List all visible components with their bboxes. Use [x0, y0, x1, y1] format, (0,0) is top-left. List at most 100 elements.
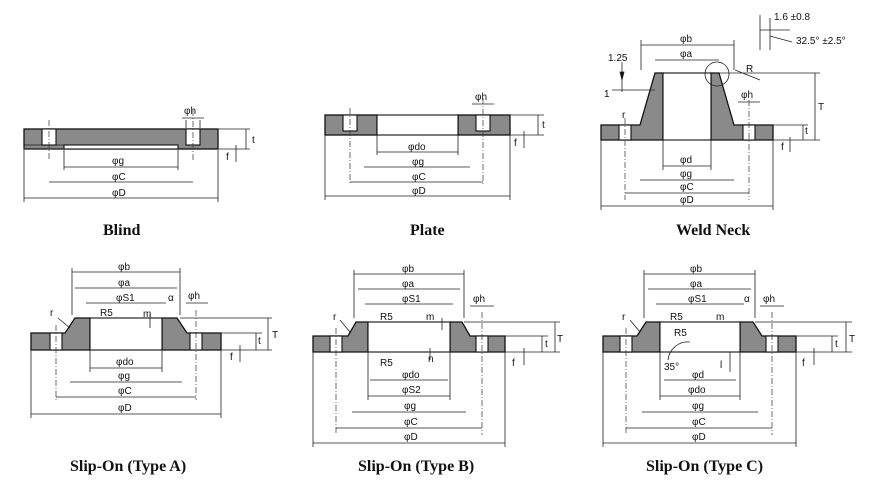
blind-dim-f: f [226, 152, 229, 163]
weld-neck-body-right [710, 72, 774, 141]
weld-neck-dim-g: φg [680, 169, 692, 180]
slip-on-a-flange-drawing: φb φa φS1 φdo φg φC φD φh α R5 m r T t f… [30, 262, 278, 475]
slip-on-c-dim-C: φC [692, 417, 706, 428]
slip-on-a-caption: Slip-On (Type A) [70, 458, 186, 475]
slip-on-a-dim-R5: R5 [100, 308, 113, 319]
plate-dim-h: φh [475, 92, 487, 103]
plate-dim-t: t [542, 120, 545, 131]
slip-on-c-dim-D: φD [692, 432, 706, 443]
weld-neck-dim-one: 1 [604, 89, 610, 100]
slip-on-b-dim-R5-top: R5 [380, 312, 393, 323]
slip-on-b-dim-t: t [545, 339, 548, 350]
weld-neck-dim-R: R [746, 64, 753, 75]
slip-on-b-dim-h: φh [473, 294, 485, 305]
weld-neck-dim-r: r [622, 110, 626, 121]
slip-on-b-dim-m: m [426, 312, 434, 323]
weld-neck-tol-angle: 32.5° ±2.5° [796, 36, 846, 47]
slip-on-c-dim-angle: 35° [664, 362, 679, 373]
slip-on-b-dim-S2: φS2 [402, 385, 421, 396]
slip-on-a-dim-T: T [272, 330, 278, 341]
slip-on-a-dim-S1: φS1 [116, 293, 135, 304]
slip-on-b-dim-R5-bottom: R5 [380, 358, 393, 369]
slip-on-b-dim-S1: φS1 [402, 294, 421, 305]
slip-on-a-dim-C: φC [118, 386, 132, 397]
slip-on-a-dim-m: m [143, 309, 151, 320]
slip-on-b-dim-do: φdo [402, 370, 420, 381]
weld-neck-dim-1-25: 1.25 [608, 53, 628, 64]
weld-neck-dim-a: φa [680, 49, 692, 60]
slip-on-b-caption: Slip-On (Type B) [358, 458, 474, 475]
slip-on-c-flange-drawing: φb φa φS1 φd φdo φg φC φD φh α R5 R5 m l… [602, 264, 855, 475]
slip-on-a-dim-g: φg [118, 371, 130, 382]
weld-neck-tol-1-6: 1.6 ±0.8 [774, 12, 811, 23]
plate-dim-g: φg [412, 157, 424, 168]
weld-neck-dim-d: φd [680, 155, 692, 166]
slip-on-c-dim-T: T [849, 334, 855, 345]
slip-on-c-dim-r: r [622, 312, 626, 323]
slip-on-a-dim-b: φb [118, 262, 130, 273]
slip-on-b-flange-drawing: φb φa φS1 φdo φS2 φg φC φD φh R5 R5 m n … [312, 264, 563, 475]
slip-on-c-dim-l: l [720, 360, 722, 371]
weld-neck-dim-h: φh [741, 90, 753, 101]
slip-on-a-dim-t: t [258, 336, 261, 347]
weld-neck-dim-D: φD [680, 195, 694, 206]
slip-on-b-dim-a: φa [402, 279, 414, 290]
slip-on-a-bore [89, 317, 163, 351]
slip-on-b-dim-C: φC [404, 417, 418, 428]
slip-on-c-dim-alpha: α [744, 294, 750, 305]
plate-caption: Plate [410, 222, 445, 239]
slip-on-c-dim-a: φa [690, 279, 702, 290]
blind-dim-h: φh [184, 106, 196, 117]
slip-on-a-dim-alpha: α [168, 293, 174, 304]
slip-on-b-dim-b: φb [402, 264, 414, 275]
slip-on-c-dim-b: φb [690, 264, 702, 275]
weld-neck-dim-T: T [818, 102, 824, 113]
slip-on-a-dim-h: φh [188, 291, 200, 302]
slip-on-b-dim-D: φD [404, 432, 418, 443]
slip-on-c-dim-S1: φS1 [688, 294, 707, 305]
plate-dim-D: φD [412, 186, 426, 197]
slip-on-c-dim-h: φh [763, 294, 775, 305]
slip-on-a-dim-D: φD [118, 403, 132, 414]
slip-on-c-dim-m: m [716, 312, 724, 323]
slip-on-a-dim-r: r [50, 308, 54, 319]
slip-on-c-bore [659, 321, 741, 353]
slip-on-a-dim-a: φa [118, 278, 130, 289]
blind-dim-C: φC [112, 172, 126, 183]
weld-neck-dim-b: φb [680, 34, 692, 45]
blind-dim-D: φD [112, 188, 126, 199]
weld-neck-body-left [600, 72, 664, 141]
slip-on-b-dim-f: f [512, 358, 515, 369]
plate-dim-C: φC [412, 172, 426, 183]
weld-neck-detail-circle [704, 61, 730, 87]
blind-dim-g: φg [112, 156, 124, 167]
slip-on-b-bore [367, 321, 451, 353]
slip-on-b-dim-r: r [333, 312, 337, 323]
weld-neck-dim-t: t [805, 126, 808, 137]
slip-on-c-dim-d: φd [692, 370, 704, 381]
slip-on-c-dim-R5-mid: R5 [674, 328, 687, 339]
slip-on-c-dim-g: φg [692, 401, 704, 412]
weld-neck-dim-C: φC [680, 182, 694, 193]
slip-on-b-dim-n: n [428, 354, 434, 365]
plate-flange-drawing: φdo φg φC φD φh t f Plate [324, 92, 545, 239]
slip-on-c-dim-R5-top: R5 [670, 312, 683, 323]
blind-caption: Blind [103, 222, 140, 239]
blind-inner-face [63, 144, 179, 150]
plate-dim-do: φdo [408, 142, 426, 153]
plate-bore [376, 114, 459, 136]
slip-on-c-dim-f: f [802, 358, 805, 369]
slip-on-b-dim-g: φg [404, 401, 416, 412]
blind-flange-drawing: φg φC φD φh t f Blind [23, 106, 255, 239]
slip-on-c-dim-do: φdo [688, 385, 706, 396]
plate-dim-f: f [514, 138, 517, 149]
weld-neck-caption: Weld Neck [676, 222, 750, 239]
slip-on-b-dim-T: T [557, 334, 563, 345]
slip-on-a-dim-do: φdo [116, 357, 134, 368]
blind-dim-t: t [252, 135, 255, 146]
slip-on-a-dim-f: f [230, 352, 233, 363]
weld-neck-dim-f: f [781, 142, 784, 153]
weld-neck-bore [662, 72, 712, 141]
